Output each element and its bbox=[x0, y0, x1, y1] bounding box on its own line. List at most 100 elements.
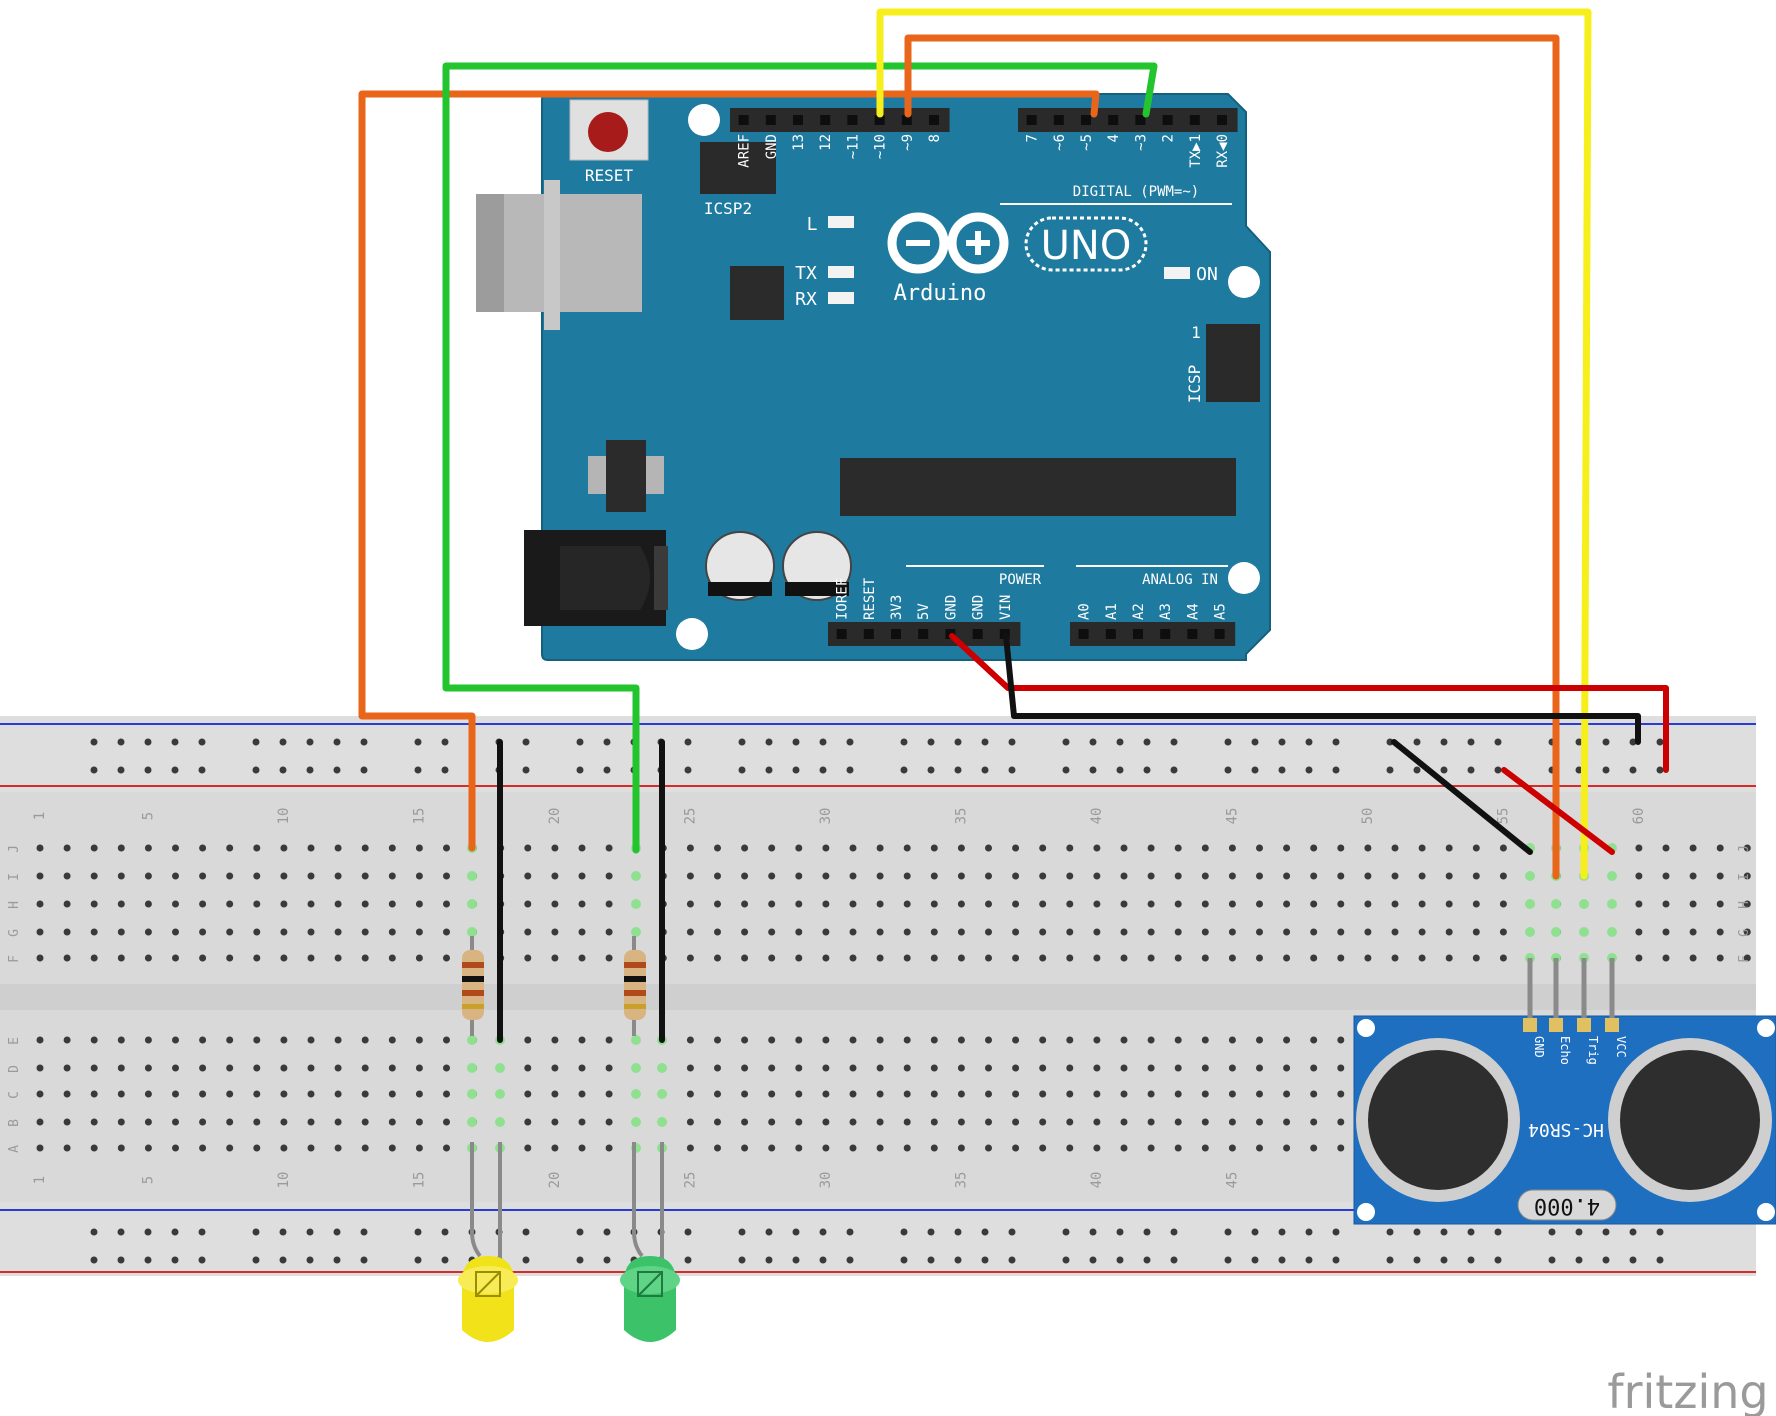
header-pin[interactable] bbox=[1053, 115, 1064, 125]
breadboard-hole[interactable] bbox=[714, 1090, 721, 1098]
breadboard-hole[interactable] bbox=[1093, 1118, 1101, 1126]
breadboard-hole[interactable] bbox=[1689, 900, 1697, 908]
rail-hole[interactable] bbox=[1143, 738, 1151, 746]
rail-hole[interactable] bbox=[414, 1228, 422, 1236]
breadboard-hole[interactable] bbox=[1256, 900, 1263, 908]
rail-hole[interactable] bbox=[171, 1228, 179, 1236]
breadboard-hole[interactable] bbox=[199, 954, 207, 962]
breadboard-hole[interactable] bbox=[172, 872, 179, 880]
breadboard-hole[interactable] bbox=[1337, 872, 1345, 880]
breadboard-hole[interactable] bbox=[415, 1144, 423, 1152]
breadboard-hole[interactable] bbox=[144, 928, 152, 936]
header-pin[interactable] bbox=[891, 629, 901, 639]
breadboard-hole[interactable] bbox=[1120, 1090, 1128, 1098]
breadboard-hole[interactable] bbox=[605, 954, 613, 962]
breadboard-hole[interactable] bbox=[1228, 1144, 1236, 1152]
breadboard-hole[interactable] bbox=[199, 844, 207, 852]
breadboard-hole[interactable] bbox=[1174, 1118, 1182, 1126]
breadboard-hole[interactable] bbox=[578, 844, 586, 852]
rail-hole[interactable] bbox=[279, 1256, 287, 1264]
breadboard-hole[interactable] bbox=[63, 1064, 71, 1072]
breadboard-hole[interactable] bbox=[985, 954, 992, 962]
breadboard-hole[interactable] bbox=[876, 872, 884, 880]
breadboard-hole[interactable] bbox=[768, 1064, 776, 1072]
breadboard-hole[interactable] bbox=[1174, 954, 1182, 962]
rail-hole[interactable] bbox=[1602, 738, 1610, 746]
breadboard-hole[interactable] bbox=[686, 844, 694, 852]
breadboard-hole[interactable] bbox=[957, 1118, 965, 1126]
breadboard-hole[interactable] bbox=[280, 954, 288, 962]
breadboard-hole[interactable] bbox=[1093, 900, 1101, 908]
breadboard-hole[interactable] bbox=[334, 1144, 342, 1152]
breadboard-hole[interactable] bbox=[1472, 844, 1480, 852]
breadboard-hole[interactable] bbox=[551, 954, 559, 962]
breadboard-hole[interactable] bbox=[768, 900, 776, 908]
rail-hole[interactable] bbox=[1116, 1256, 1124, 1264]
breadboard-hole[interactable] bbox=[144, 872, 152, 880]
rail-hole[interactable] bbox=[1629, 766, 1637, 774]
breadboard-hole[interactable] bbox=[957, 1064, 965, 1072]
breadboard-hole[interactable] bbox=[1093, 1144, 1101, 1152]
breadboard-hole[interactable] bbox=[280, 900, 288, 908]
breadboard-hole[interactable] bbox=[551, 1064, 559, 1072]
breadboard-hole[interactable] bbox=[1391, 872, 1399, 880]
rail-hole[interactable] bbox=[144, 766, 152, 774]
rail-hole[interactable] bbox=[792, 1228, 800, 1236]
rail-hole[interactable] bbox=[1440, 766, 1448, 774]
rail-hole[interactable] bbox=[522, 738, 530, 746]
rail-hole[interactable] bbox=[306, 738, 314, 746]
breadboard-hole[interactable] bbox=[226, 872, 234, 880]
breadboard-hole[interactable] bbox=[795, 872, 803, 880]
breadboard-hole[interactable] bbox=[1743, 844, 1751, 852]
breadboard-hole[interactable] bbox=[1066, 872, 1074, 880]
breadboard-hole[interactable] bbox=[985, 844, 992, 852]
breadboard-hole[interactable] bbox=[1364, 954, 1372, 962]
breadboard-hole[interactable] bbox=[443, 1118, 450, 1126]
breadboard-hole[interactable] bbox=[849, 1036, 857, 1044]
breadboard-hole[interactable] bbox=[578, 954, 586, 962]
breadboard-hole[interactable] bbox=[90, 844, 98, 852]
rail-hole[interactable] bbox=[117, 1228, 125, 1236]
breadboard-hole[interactable] bbox=[714, 1036, 721, 1044]
rail-hole[interactable] bbox=[684, 1228, 692, 1236]
breadboard-hole[interactable] bbox=[1635, 844, 1643, 852]
rail-hole[interactable] bbox=[441, 1256, 449, 1264]
rail-hole[interactable] bbox=[1413, 1228, 1421, 1236]
breadboard-hole[interactable] bbox=[172, 844, 179, 852]
rail-hole[interactable] bbox=[1332, 1256, 1340, 1264]
rail-hole[interactable] bbox=[684, 766, 692, 774]
rail-hole[interactable] bbox=[1494, 766, 1502, 774]
breadboard-hole[interactable] bbox=[36, 954, 44, 962]
breadboard-hole[interactable] bbox=[957, 1144, 965, 1152]
breadboard-hole[interactable] bbox=[985, 900, 992, 908]
rail-hole[interactable] bbox=[1062, 766, 1070, 774]
header-pin[interactable] bbox=[1078, 629, 1089, 639]
rail-hole[interactable] bbox=[1251, 1256, 1259, 1264]
rail-hole[interactable] bbox=[954, 738, 962, 746]
rail-hole[interactable] bbox=[1467, 766, 1475, 774]
breadboard-hole[interactable] bbox=[578, 1064, 586, 1072]
breadboard-hole[interactable] bbox=[117, 844, 125, 852]
breadboard-hole[interactable] bbox=[1093, 1090, 1101, 1098]
breadboard-hole[interactable] bbox=[605, 1144, 613, 1152]
breadboard-hole[interactable] bbox=[741, 1144, 749, 1152]
breadboard-hole[interactable] bbox=[605, 928, 613, 936]
sensor-pin[interactable] bbox=[1605, 1018, 1619, 1032]
rail-hole[interactable] bbox=[954, 1228, 962, 1236]
breadboard-hole[interactable] bbox=[957, 954, 965, 962]
breadboard-hole[interactable] bbox=[1391, 928, 1399, 936]
breadboard-hole[interactable] bbox=[361, 954, 369, 962]
header-pin[interactable] bbox=[765, 115, 776, 125]
breadboard-hole[interactable] bbox=[63, 844, 71, 852]
breadboard-hole[interactable] bbox=[307, 900, 315, 908]
breadboard-hole[interactable] bbox=[1201, 954, 1209, 962]
breadboard-hole[interactable] bbox=[957, 928, 965, 936]
rail-hole[interactable] bbox=[1143, 1228, 1151, 1236]
breadboard-hole[interactable] bbox=[1256, 1090, 1263, 1098]
breadboard-hole[interactable] bbox=[63, 928, 71, 936]
breadboard-hole[interactable] bbox=[1066, 928, 1074, 936]
breadboard-hole[interactable] bbox=[1201, 1090, 1209, 1098]
breadboard-hole[interactable] bbox=[253, 872, 261, 880]
rail-hole[interactable] bbox=[1467, 1228, 1475, 1236]
breadboard-hole[interactable] bbox=[1228, 1118, 1236, 1126]
